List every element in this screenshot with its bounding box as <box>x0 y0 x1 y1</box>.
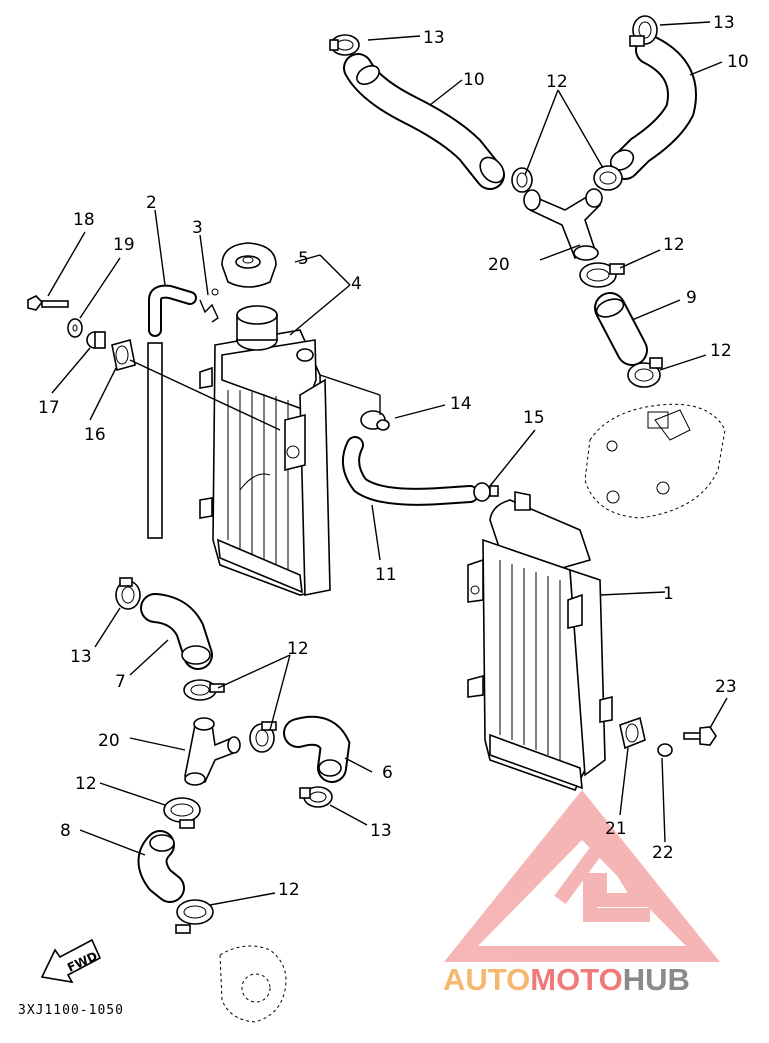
callout-2: 2 <box>146 193 157 213</box>
callout-1: 1 <box>663 584 674 604</box>
callout-14: 14 <box>450 394 472 414</box>
hose-clip-14 <box>360 410 390 431</box>
clamp-12-lower-d <box>175 899 214 934</box>
callout-9: 9 <box>686 288 697 308</box>
callout-13-lower-right: 13 <box>370 821 392 841</box>
hose-10-left <box>343 53 505 190</box>
callout-5: 5 <box>298 249 309 269</box>
callout-20-top: 20 <box>488 255 510 275</box>
callout-7: 7 <box>115 672 126 692</box>
svg-text:AUTOMOTOHUB: AUTOMOTOHUB <box>443 962 690 997</box>
clamp-12-top-b <box>593 165 623 191</box>
watermark-logo <box>444 790 720 962</box>
clamp-13-top-right <box>629 15 658 47</box>
callout-13-lower-left: 13 <box>70 647 92 667</box>
hose-6 <box>283 715 351 783</box>
radiator-right <box>467 491 613 791</box>
fwd-arrow: FWD <box>40 938 102 984</box>
radiator-left <box>199 305 331 596</box>
callout-16: 16 <box>84 425 106 445</box>
bolt-23 <box>683 726 717 746</box>
callout-18: 18 <box>73 210 95 230</box>
collar-22 <box>657 743 673 757</box>
hose-11 <box>342 436 479 506</box>
y-joint-20-lower <box>184 717 241 786</box>
clamp-12-right-lower <box>627 357 663 388</box>
clamp-12-lower-c <box>163 797 201 829</box>
callout-12-lower-left: 12 <box>75 774 97 794</box>
cylinder-head-outline <box>584 403 726 519</box>
clip-15 <box>473 482 499 502</box>
hose-9 <box>594 292 648 366</box>
callout-12-mid: 12 <box>663 235 685 255</box>
collar-17 <box>86 331 106 349</box>
callout-12-lower-mid: 12 <box>287 639 309 659</box>
clamp-12-lower-b <box>249 721 277 753</box>
bolt-18 <box>27 295 69 311</box>
watermark-hub: HUB <box>623 962 690 997</box>
hose-7 <box>140 593 213 670</box>
clip-3 <box>199 288 219 323</box>
radiator-cap-5 <box>221 242 277 288</box>
clamp-13-lower-left <box>115 577 141 610</box>
hose-8 <box>137 830 185 903</box>
grommet-16 <box>111 338 136 372</box>
callout-15: 15 <box>523 408 545 428</box>
callout-10-right: 10 <box>727 52 749 72</box>
callout-13-top-right: 13 <box>713 13 735 33</box>
diagram-code: 3XJ1100-1050 <box>18 1003 124 1018</box>
callout-19: 19 <box>113 235 135 255</box>
callout-12-right: 12 <box>710 341 732 361</box>
clamp-12-mid-right <box>579 262 625 288</box>
water-pump-outline <box>219 945 287 1023</box>
watermark-moto: MOTO <box>530 962 622 997</box>
callout-8: 8 <box>60 821 71 841</box>
callout-6: 6 <box>382 763 393 783</box>
breather-tube-2 <box>147 284 197 539</box>
watermark-text: AUTOMOTOHUB <box>443 962 690 997</box>
y-joint-20-top <box>523 188 603 261</box>
callout-17: 17 <box>38 398 60 418</box>
callout-20-lower: 20 <box>98 731 120 751</box>
callout-4: 4 <box>351 274 362 294</box>
grommet-21 <box>619 716 646 750</box>
hose-10-right <box>609 35 697 180</box>
clamp-12-lower-a <box>183 679 225 701</box>
callout-3: 3 <box>192 218 203 238</box>
watermark-auto: AUTO <box>443 962 530 997</box>
callout-10-left: 10 <box>463 70 485 90</box>
callout-11: 11 <box>375 565 397 585</box>
callout-13-top-left: 13 <box>423 28 445 48</box>
callout-12-top: 12 <box>546 72 568 92</box>
clamp-12-top-a <box>511 167 533 193</box>
clamp-13-top-left <box>329 34 360 56</box>
washer-19 <box>67 318 83 338</box>
callout-23: 23 <box>715 677 737 697</box>
callout-21: 21 <box>605 819 627 839</box>
clamp-13-lower-right <box>299 786 333 808</box>
leader-lines <box>47 21 728 906</box>
callouts: 1 2 3 4 5 6 7 8 9 10 10 11 12 12 12 12 1… <box>38 13 749 900</box>
callout-22: 22 <box>652 843 674 863</box>
callout-12-bottom: 12 <box>278 880 300 900</box>
